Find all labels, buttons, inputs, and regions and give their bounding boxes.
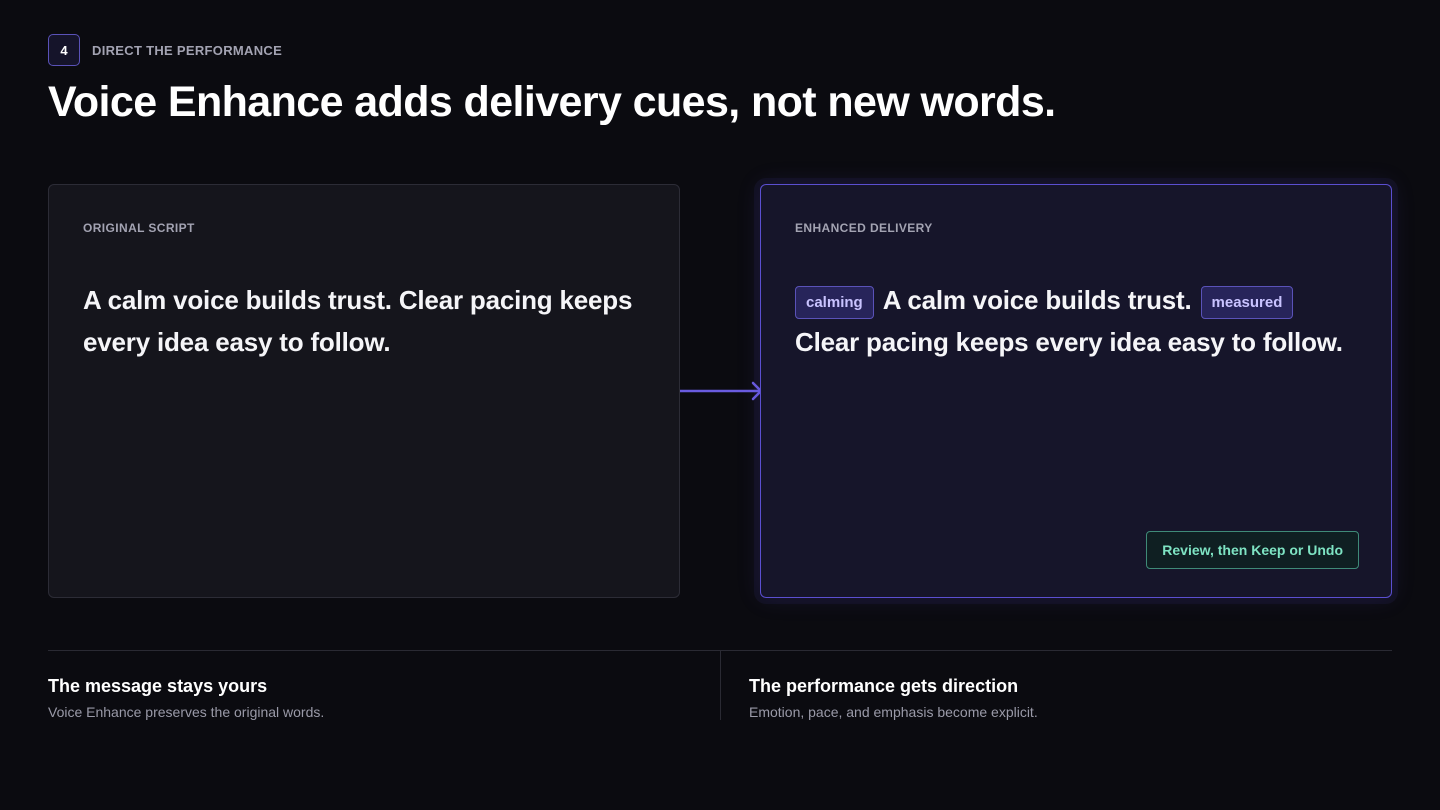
footer-point-performance: The performance gets direction Emotion, … [749,676,1038,720]
footer-divider [48,650,1392,651]
step-header: 4 DIRECT THE PERFORMANCE [48,34,282,66]
footer-right-title: The performance gets direction [749,676,1019,696]
original-script-card: ORIGINAL SCRIPT A calm voice builds trus… [48,184,680,598]
step-number-badge: 4 [48,34,80,66]
enhanced-sentence-1: A calm voice builds trust. [882,285,1192,315]
original-script-text: A calm voice builds trust. Clear pacing … [83,285,633,357]
footer-left-title: The message stays yours [48,676,268,696]
original-script-label: ORIGINAL SCRIPT [83,221,195,235]
footer-column-divider [720,651,721,720]
arrow-right-icon [680,381,763,401]
footer-point-message: The message stays yours Voice Enhance pr… [48,676,324,720]
step-label: DIRECT THE PERFORMANCE [92,42,283,58]
delivery-tag-calming[interactable]: calming [795,286,874,319]
enhanced-sentence-2: Clear pacing keeps every idea easy to fo… [795,327,1343,357]
enhanced-delivery-card: ENHANCED DELIVERY calming A calm voice bu… [760,184,1392,598]
footer-left-subtitle: Voice Enhance preserves the original wor… [48,704,325,720]
page-title: Voice Enhance adds delivery cues, not ne… [48,78,1056,126]
footer-right-subtitle: Emotion, pace, and emphasis become expli… [749,704,1038,720]
enhanced-delivery-label: ENHANCED DELIVERY [795,221,933,235]
delivery-tag-measured[interactable]: measured [1200,286,1294,319]
review-keep-undo-button[interactable]: Review, then Keep or Undo [1146,531,1359,569]
enhanced-delivery-text: calming A calm voice builds trust. measur… [795,279,1357,363]
